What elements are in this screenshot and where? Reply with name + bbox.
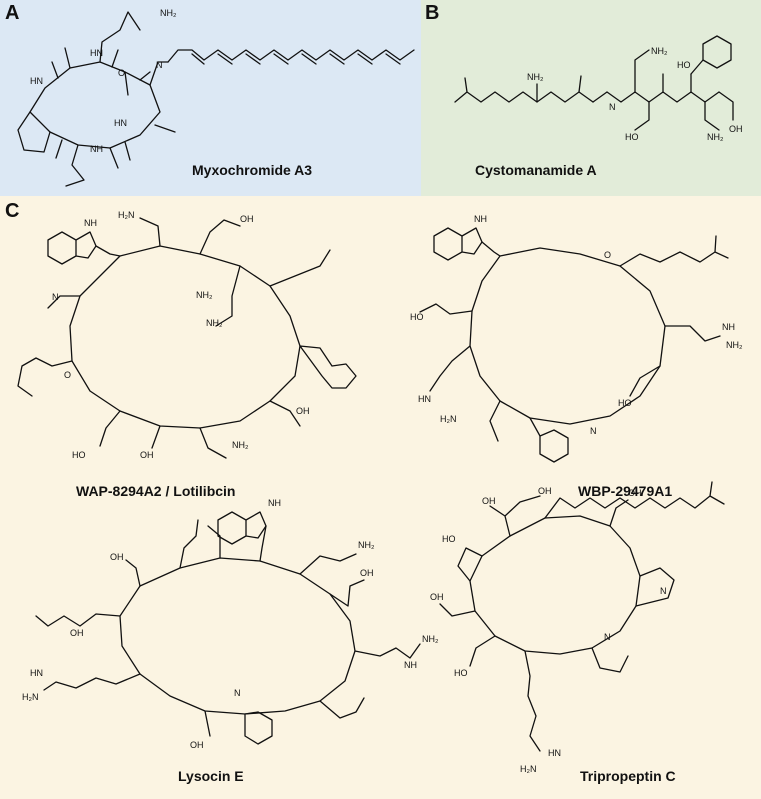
label-c1-oh: OH bbox=[240, 214, 254, 224]
label-a-hn: HN bbox=[90, 48, 103, 58]
label-c2-nh2: NH₂ bbox=[726, 340, 743, 350]
label-c4-n: N bbox=[604, 632, 611, 642]
label-c1-o: O bbox=[64, 370, 71, 380]
panel-b: B NH₂ NH₂ N HO HO NH₂ OH Cystomanamide A bbox=[421, 0, 761, 196]
myxochromide-a3-structure: NH₂ HN O N HN NH HN bbox=[17, 8, 415, 187]
label-c1-nh2c: NH₂ bbox=[232, 440, 249, 450]
label-c3-oh4: OH bbox=[190, 740, 204, 750]
label-a-hn3: HN bbox=[114, 118, 127, 128]
label-c4-ho2: HO bbox=[454, 668, 468, 678]
label-c3-nh: NH bbox=[268, 498, 281, 508]
label-c2-o: O bbox=[604, 250, 611, 260]
label-c1-n: N bbox=[52, 292, 59, 302]
label-c2-nh: NH bbox=[474, 214, 487, 224]
label-c3-h2n: H₂N bbox=[22, 692, 39, 702]
label-c4-oh: OH bbox=[482, 496, 496, 506]
label-c2-hn: HN bbox=[418, 394, 431, 404]
label-c4-ho: HO bbox=[442, 534, 456, 544]
label-c1-ho: HO bbox=[72, 450, 86, 460]
panel-a-letter: A bbox=[5, 2, 20, 24]
label-c2-ho2: HO bbox=[618, 398, 632, 408]
lysocin-e-structure: OH NH NH₂ OH NH₂ NH OH HN H₂N OH N bbox=[22, 498, 439, 750]
panel-c-letter: C bbox=[5, 200, 20, 222]
compound-name-myxochromide: Myxochromide A3 bbox=[192, 162, 313, 178]
label-c3-nh2b: NH₂ bbox=[422, 634, 439, 644]
label-a-o: O bbox=[118, 68, 125, 78]
label-c1-oh2: OH bbox=[296, 406, 310, 416]
label-c4-oh3: OH bbox=[628, 488, 642, 498]
label-a-n: N bbox=[156, 60, 163, 70]
label-c1-nh: NH bbox=[84, 218, 97, 228]
label-c3-hn: HN bbox=[30, 668, 43, 678]
label-c1-oh3: OH bbox=[140, 450, 154, 460]
label-b-nh2: NH₂ bbox=[527, 72, 544, 82]
label-c4-oh2: OH bbox=[538, 486, 552, 496]
panel-b-letter: B bbox=[425, 2, 440, 24]
label-a-nh2: NH₂ bbox=[160, 8, 177, 18]
panel-c: C H₂N OH NH NH₂ NH₂ OH NH₂ OH HO N O WAP… bbox=[0, 196, 761, 799]
label-b-ho2: HO bbox=[625, 132, 639, 142]
label-c3-nh2: NH₂ bbox=[358, 540, 375, 550]
wap-8294a2-structure: H₂N OH NH NH₂ NH₂ OH NH₂ OH HO N O bbox=[17, 210, 357, 460]
label-c3-oh: OH bbox=[110, 552, 124, 562]
label-c2-nh: NH bbox=[722, 322, 735, 332]
tripropeptin-c-structure: OH OH HO OH OH HO HN H₂N N N bbox=[430, 481, 725, 774]
label-b-oh: OH bbox=[729, 124, 743, 134]
label-c3-nh: NH bbox=[404, 660, 417, 670]
panel-a: A NH₂ HN O N HN NH HN Myxochromide A3 bbox=[0, 0, 421, 196]
label-c4-hn: HN bbox=[548, 748, 561, 758]
compound-name-wbp-29479a1: WBP-29479A1 bbox=[578, 483, 673, 499]
label-c4-h2n: H₂N bbox=[520, 764, 537, 774]
label-c3-n: N bbox=[234, 688, 241, 698]
label-c1-nh2b: NH₂ bbox=[206, 318, 223, 328]
label-b-nh2c: NH₂ bbox=[707, 132, 724, 142]
label-c2-ho: HO bbox=[410, 312, 424, 322]
label-c1-nh2: NH₂ bbox=[196, 290, 213, 300]
label-b-ho: HO bbox=[677, 60, 691, 70]
label-b-n: N bbox=[609, 102, 616, 112]
label-c2-h2n: H₂N bbox=[440, 414, 457, 424]
label-c4-oh4: OH bbox=[430, 592, 444, 602]
label-c4-n2: N bbox=[660, 586, 667, 596]
label-b-nh2b: NH₂ bbox=[651, 46, 668, 56]
cystomanamide-a-structure: NH₂ NH₂ N HO HO NH₂ OH bbox=[454, 35, 743, 142]
label-a-nh: NH bbox=[90, 144, 103, 154]
wbp-29479a1-structure: NH HO NH NH₂ HO HN H₂N N O bbox=[410, 214, 743, 463]
label-c3-oh2: OH bbox=[360, 568, 374, 578]
label-a-hn2: HN bbox=[30, 76, 43, 86]
label-c3-oh3: OH bbox=[70, 628, 84, 638]
compound-name-lysocin-e: Lysocin E bbox=[178, 768, 244, 784]
compound-name-cystomanamide: Cystomanamide A bbox=[475, 162, 597, 178]
label-c1-h2n: H₂N bbox=[118, 210, 135, 220]
compound-name-wap-8294a2: WAP-8294A2 / Lotilibcin bbox=[76, 483, 236, 499]
compound-name-tripropeptin-c: Tripropeptin C bbox=[580, 768, 676, 784]
label-c2-n: N bbox=[590, 426, 597, 436]
